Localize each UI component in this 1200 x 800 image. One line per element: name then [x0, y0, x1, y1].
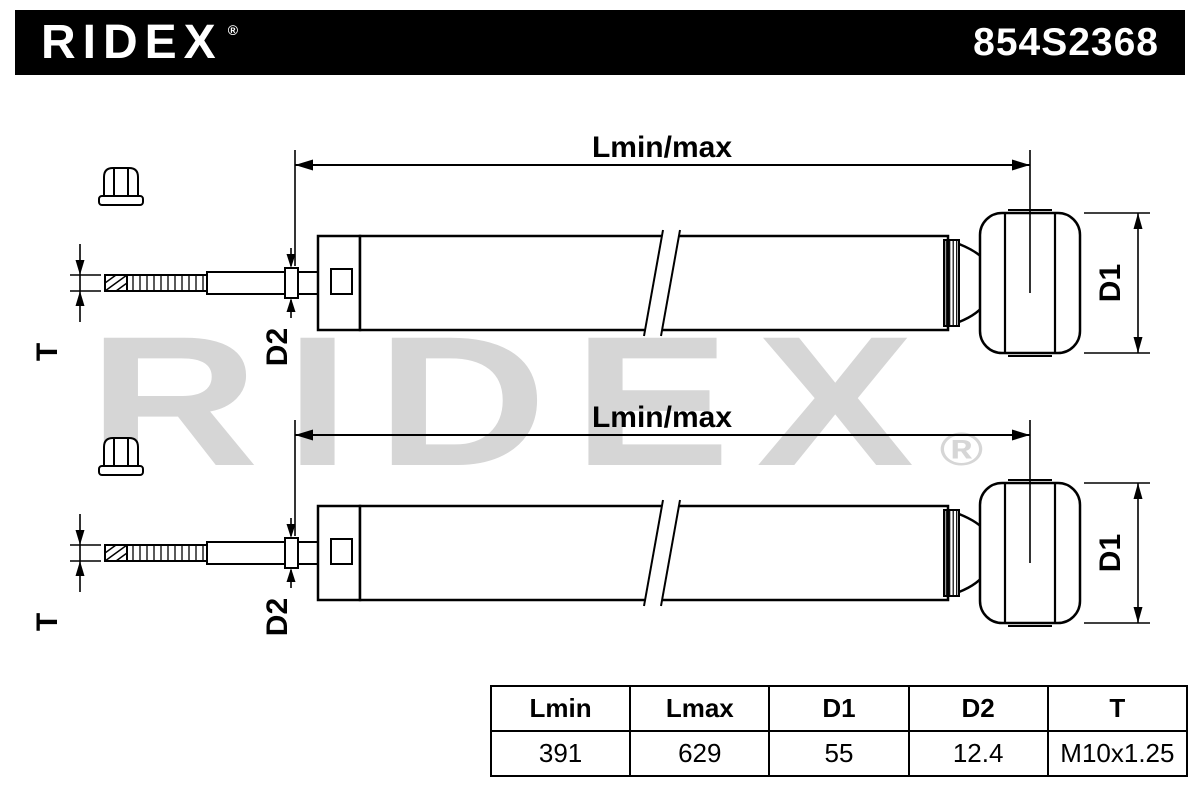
dimension-label-d1: D1 — [1094, 264, 1127, 302]
shock-absorber-drawing: Lmin/max T D2 D1 — [31, 131, 1150, 366]
watermark: RIDEX® — [88, 310, 983, 495]
watermark-registered-icon: ® — [939, 423, 984, 475]
nut-drawing — [98, 437, 144, 476]
nut-drawing — [98, 167, 144, 206]
dimension-eye-diameter: D1 — [1084, 212, 1150, 354]
shock-absorber-drawing: Lmin/max T D2 D1 — [31, 401, 1150, 636]
table-header-cell-t: T — [1046, 685, 1189, 732]
table-value-cell-d1: 55 — [768, 730, 910, 777]
brand-logo: RIDEX® — [41, 15, 239, 69]
table-header-cell-lmin: Lmin — [489, 685, 632, 732]
spec-table-value-row: 391 629 55 12.4 M10x1.25 — [489, 730, 1189, 777]
table-value-cell-lmin: 391 — [489, 730, 632, 777]
table-value-cell-t: M10x1.25 — [1046, 730, 1189, 777]
table-header-cell-lmax: Lmax — [629, 685, 771, 732]
brand-text: RIDEX — [41, 15, 223, 69]
dimension-length: Lmin/max — [294, 401, 1031, 563]
dimension-length: Lmin/max — [294, 131, 1031, 293]
dimension-thread: T — [31, 514, 101, 631]
table-header-cell-d1: D1 — [768, 685, 910, 732]
rod-drawing — [104, 267, 321, 299]
dimension-label-d2: D2 — [261, 598, 294, 636]
table-header-cell-d2: D2 — [907, 685, 1049, 732]
body-drawing — [316, 499, 988, 607]
dimension-label-t: T — [31, 343, 64, 361]
table-value-cell-d2: 12.4 — [907, 730, 1049, 777]
table-value-cell-lmax: 629 — [629, 730, 771, 777]
part-number: 854S2368 — [973, 20, 1159, 64]
body-drawing — [316, 229, 988, 337]
watermark-text: RIDEX — [88, 299, 940, 505]
dimension-thread: T — [31, 244, 101, 361]
dimension-eye-diameter: D1 — [1084, 482, 1150, 624]
dimension-label-lmin-max: Lmin/max — [592, 401, 732, 434]
dimension-label-d2: D2 — [261, 328, 294, 366]
dimension-label-t: T — [31, 613, 64, 631]
registered-trademark-icon: ® — [227, 21, 239, 38]
dimension-rod-diameter: D2 — [261, 248, 296, 366]
header-bar: RIDEX® 854S2368 — [15, 10, 1185, 75]
spec-table: Lmin Lmax D1 D2 T 391 629 55 12.4 M10x1.… — [489, 685, 1189, 777]
dimension-label-lmin-max: Lmin/max — [592, 131, 732, 164]
rod-drawing — [104, 537, 321, 569]
spec-table-header-row: Lmin Lmax D1 D2 T — [489, 685, 1189, 732]
dimension-label-d1: D1 — [1094, 534, 1127, 572]
dimension-rod-diameter: D2 — [261, 518, 296, 636]
